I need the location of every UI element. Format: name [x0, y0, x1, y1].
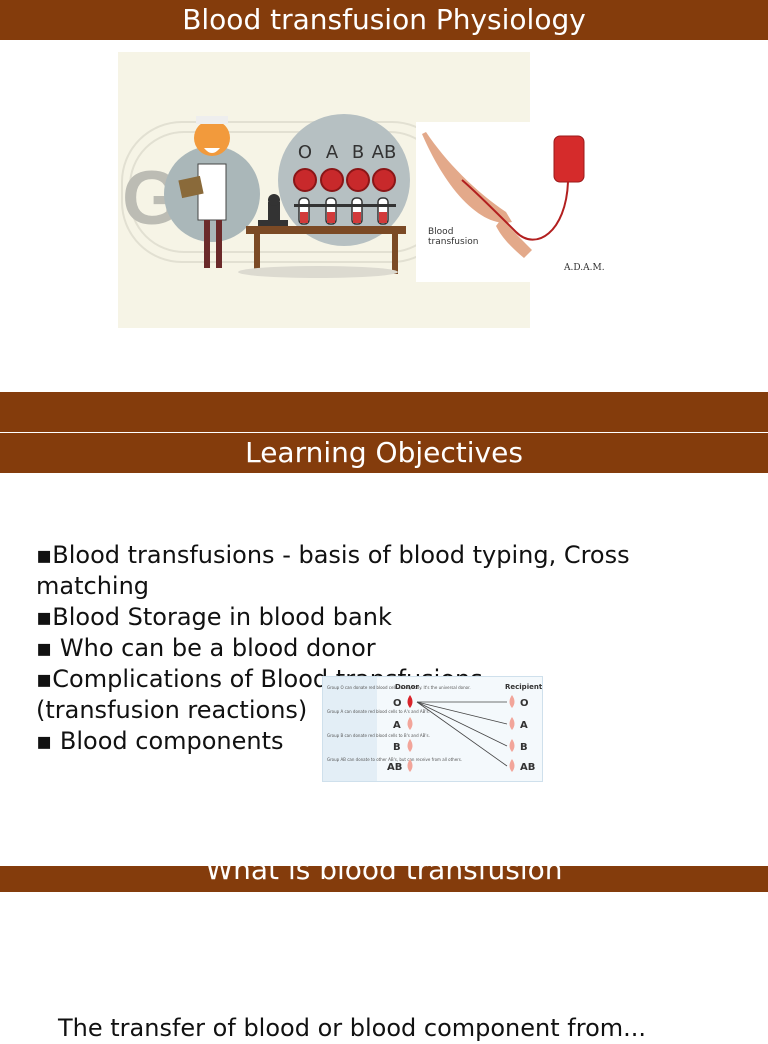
- compatibility-arrows: [416, 701, 508, 767]
- slide-title-band: [0, 392, 768, 432]
- adam-credit: A.D.A.M.: [563, 263, 605, 273]
- slide-title: Learning Objectives: [245, 436, 523, 469]
- donor-type: B: [393, 742, 401, 753]
- donor-drops: [407, 695, 413, 772]
- donor-note: Group AB can donate to other AB's, but c…: [327, 757, 462, 762]
- recipient-header: Recipient: [505, 683, 542, 691]
- transfusion-illustration: Blood transfusion A.D.A.M.: [416, 122, 606, 282]
- learning-objectives-list: ▪Blood transfusions - basis of blood typ…: [36, 540, 736, 757]
- list-item: ▪Blood transfusions - basis of blood typ…: [36, 541, 630, 600]
- list-item: ▪ Blood components: [36, 727, 284, 755]
- recipient-type: AB: [520, 762, 535, 773]
- abo-label: B: [352, 142, 364, 163]
- donor-header: Donor: [395, 683, 419, 691]
- blood-compatibility-diagram: Group O can donate red blood cells to an…: [322, 676, 543, 782]
- list-item: ▪ Who can be a blood donor: [36, 634, 376, 662]
- donor-note: Group O can donate red blood cells to an…: [327, 685, 471, 690]
- slide-title: Blood transfusion Physiology: [182, 3, 586, 36]
- scientist-figure: [178, 116, 230, 268]
- slide-title-band: What is blood transfusion: [0, 866, 768, 892]
- donor-note: Group B can donate red blood cells to B'…: [327, 733, 430, 738]
- donor-type: O: [393, 698, 402, 709]
- abo-label: A: [326, 142, 339, 163]
- abo-label: O: [298, 142, 312, 163]
- recipient-drops: [509, 695, 515, 772]
- donor-type: AB: [387, 762, 402, 773]
- transfusion-caption: transfusion: [428, 237, 478, 247]
- arm-illustration: Blood transfusion A.D.A.M.: [422, 132, 605, 273]
- recipient-type: O: [520, 698, 529, 709]
- slide-title: What is blood transfusion: [205, 866, 563, 886]
- list-item: (transfusion reactions): [36, 696, 308, 724]
- donor-type: A: [393, 720, 401, 731]
- list-item: ▪Blood Storage in blood bank: [36, 603, 392, 631]
- compatibility-svg: Group O can donate red blood cells to an…: [323, 677, 543, 781]
- recipient-type: A: [520, 720, 528, 731]
- transfusion-caption: Blood: [428, 227, 453, 237]
- donor-note: Group A can donate red blood cells to A'…: [327, 709, 430, 714]
- recipient-type: B: [520, 742, 528, 753]
- abo-label: AB: [372, 142, 397, 163]
- definition-text: The transfer of blood or blood component…: [58, 1014, 647, 1042]
- slide-title-band: Learning Objectives: [0, 433, 768, 473]
- slide-title-band: Blood transfusion Physiology: [0, 0, 768, 40]
